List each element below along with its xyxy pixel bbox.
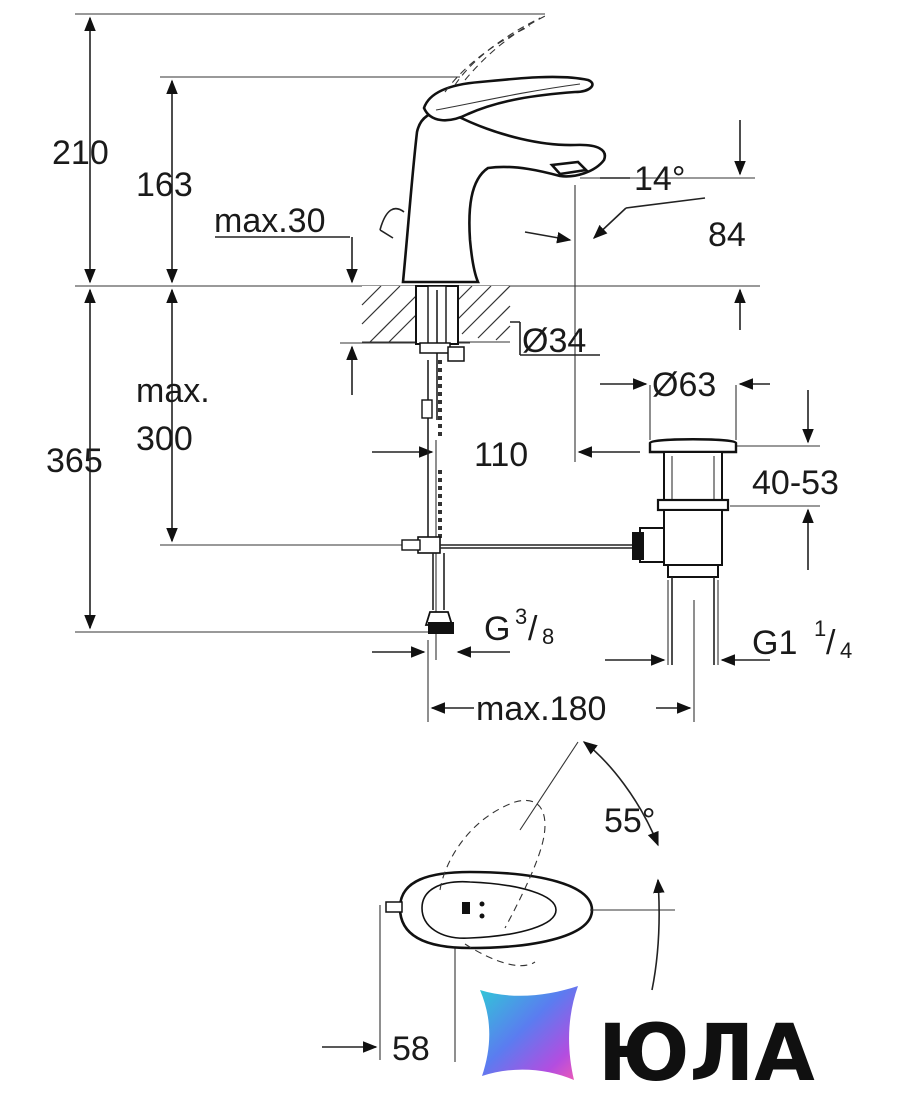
svg-text:4: 4 (840, 638, 852, 663)
label-supply-thread: G 3 / 8 (484, 604, 554, 649)
label-lever-rotation: 55° (604, 802, 655, 840)
label-max-waste-distance: max.180 (476, 690, 606, 728)
svg-text:1: 1 (814, 616, 826, 641)
brand-logo: ЮЛА (480, 986, 815, 1099)
svg-text:3: 3 (515, 604, 527, 629)
svg-text:G1: G1 (752, 624, 797, 662)
label-max-line1: max. (136, 372, 210, 410)
brand-star-icon (480, 986, 578, 1080)
label-spout-reach: 110 (474, 436, 528, 474)
label-basin-thickness: 40-53 (752, 464, 839, 502)
label-outlet-height: 84 (708, 216, 746, 254)
label-below-deck: 365 (46, 442, 103, 480)
faucet-body (379, 15, 607, 284)
svg-text:/: / (528, 610, 538, 648)
label-spout-height: 163 (136, 166, 193, 204)
label-spout-angle: 14° (634, 160, 685, 198)
label-max-line2: 300 (136, 420, 193, 458)
svg-text:8: 8 (542, 624, 554, 649)
dimension-arrows (84, 16, 814, 1062)
label-lever-offset: 58 (392, 1030, 430, 1068)
dimension-labels: 210 163 max.30 14° 84 Ø34 max. 300 365 Ø… (46, 134, 852, 1068)
shank-and-hoses (401, 285, 640, 634)
faucet-top-view (385, 741, 675, 991)
label-waste-diameter: Ø63 (652, 366, 716, 404)
brand-name: ЮЛА (598, 1009, 815, 1099)
svg-text:G: G (484, 610, 510, 648)
label-total-height: 210 (52, 134, 109, 172)
label-max-deck: max.30 (214, 202, 326, 240)
popup-waste (632, 438, 738, 665)
label-hole-diameter: Ø34 (522, 322, 586, 360)
label-waste-thread: G1 1 / 4 (752, 616, 852, 663)
svg-text:/: / (826, 624, 836, 662)
